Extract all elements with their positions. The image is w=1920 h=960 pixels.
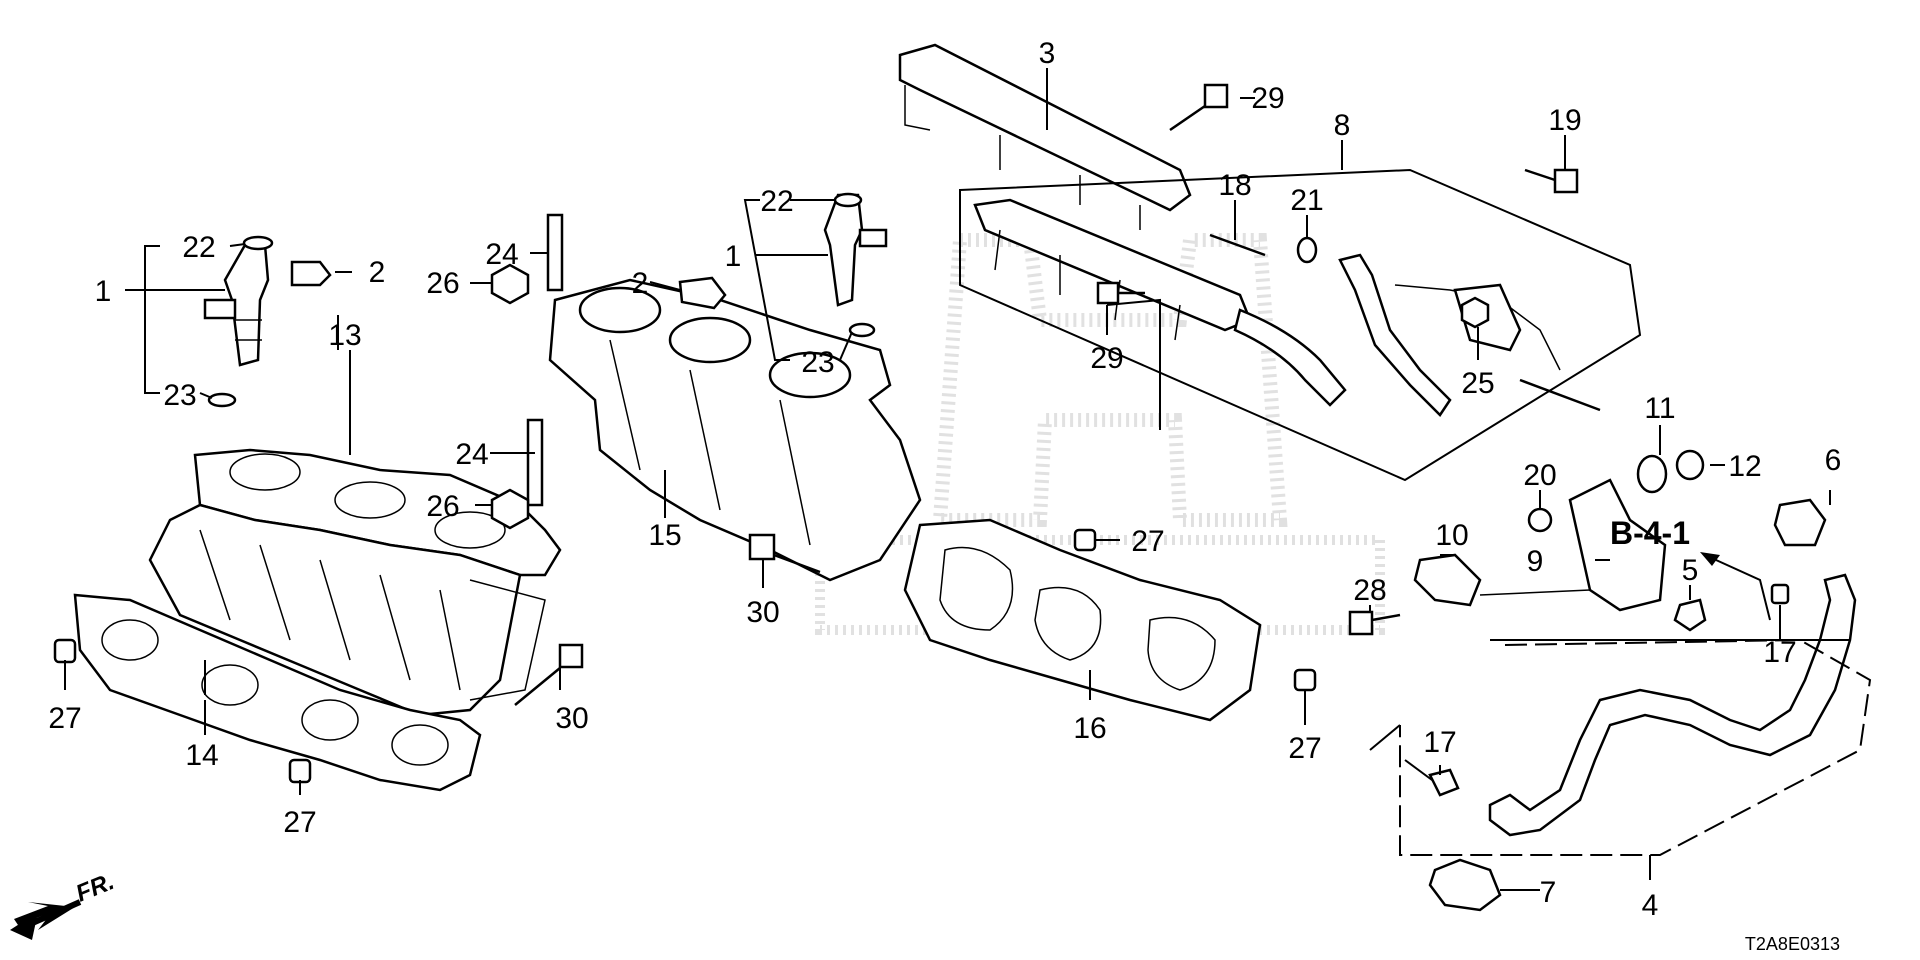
callout-24-left: 24 — [455, 438, 488, 471]
fuel-rail-8 — [973, 198, 1347, 407]
callout-13: 13 — [328, 319, 361, 352]
callout-25: 25 — [1461, 367, 1494, 400]
hose-4 — [1488, 573, 1857, 837]
callout-28: 28 — [1353, 574, 1386, 607]
callout-19: 19 — [1548, 104, 1581, 137]
callout-15: 15 — [648, 519, 681, 552]
callout-27-d: 27 — [1288, 732, 1321, 765]
callout-9: 9 — [1527, 545, 1544, 578]
rail-cover-3 — [898, 43, 1192, 230]
clip-2-center — [678, 276, 727, 310]
o-ring-23-left — [207, 392, 237, 408]
o-ring-22-center — [833, 192, 863, 208]
collar-27-a — [53, 638, 77, 664]
bolt-29-mid — [1096, 281, 1145, 305]
injector-1-left — [203, 243, 270, 367]
callout-1-left: 1 — [95, 275, 112, 308]
upper-manifold-15 — [548, 278, 922, 582]
reference-label: B-4-1 — [1610, 515, 1690, 551]
bracket-10 — [1413, 553, 1591, 607]
nut-26-left — [490, 488, 530, 530]
callout-5: 5 — [1682, 554, 1699, 587]
collar-27-c — [1073, 528, 1097, 552]
callout-1-center: 1 — [725, 240, 742, 273]
clip-6 — [1773, 498, 1827, 547]
bolt-30-left — [514, 643, 584, 706]
nut-12 — [1675, 449, 1705, 481]
callout-22-left: 22 — [182, 231, 215, 264]
bracket-9 — [1568, 478, 1667, 612]
callout-24-center: 24 — [485, 238, 518, 271]
collar-27-d — [1293, 668, 1317, 692]
callout-27-b: 27 — [283, 806, 316, 839]
lower-manifold-13 — [148, 448, 562, 717]
callout-8: 8 — [1334, 109, 1351, 142]
grommet-11 — [1636, 454, 1668, 494]
front-direction-marker: FR. — [10, 868, 118, 940]
callout-17-lower: 17 — [1423, 726, 1456, 759]
collar-27-b — [288, 758, 312, 784]
callout-3: 3 — [1039, 37, 1056, 70]
callout-23-left: 23 — [163, 379, 196, 412]
callout-29-mid: 29 — [1090, 342, 1123, 375]
callout-2-left: 2 — [369, 256, 386, 289]
manifold-gasket-14 — [73, 593, 482, 792]
callout-23-center: 23 — [801, 346, 834, 379]
callout-26-center: 26 — [426, 267, 459, 300]
callout-29-top: 29 — [1251, 82, 1284, 115]
callout-4: 4 — [1642, 889, 1659, 922]
clip-7 — [1428, 858, 1502, 912]
callout-26-left: 26 — [426, 490, 459, 523]
gasket-16 — [903, 518, 1262, 722]
stud-24-center — [546, 213, 564, 292]
callout-11: 11 — [1644, 392, 1675, 425]
seal-21 — [1296, 236, 1318, 264]
callout-2-center: 2 — [632, 267, 649, 300]
callout-7: 7 — [1540, 876, 1557, 909]
callout-14: 14 — [185, 739, 218, 772]
fuel-feed-pipe — [1338, 253, 1561, 417]
callout-30-center: 30 — [746, 596, 779, 629]
nut-25 — [1460, 296, 1490, 329]
leader-lines — [64, 68, 1872, 891]
o-ring-23-center — [848, 322, 876, 338]
clip-17-lower — [1428, 768, 1460, 797]
stud-24-left — [526, 418, 544, 507]
callout-27-a: 27 — [48, 702, 81, 735]
stud-18 — [1209, 233, 1266, 257]
callout-21: 21 — [1290, 184, 1323, 217]
callout-17-upper: 17 — [1763, 636, 1796, 669]
nut-20 — [1527, 507, 1553, 533]
bolt-19 — [1524, 168, 1579, 194]
callout-18: 18 — [1218, 169, 1251, 202]
front-arrow-icon — [10, 912, 38, 940]
callout-20: 20 — [1523, 459, 1556, 492]
bolt-28 — [1348, 610, 1401, 636]
o-ring-22-left — [242, 235, 274, 251]
bolt-30-center — [748, 533, 821, 574]
callout-30-left: 30 — [555, 702, 588, 735]
callout-22-center: 22 — [760, 185, 793, 218]
callouts: 1 22 23 2 13 24 26 27 14 27 30 24 26 2 2… — [48, 37, 1841, 922]
callout-12: 12 — [1728, 450, 1761, 483]
front-label: FR. — [72, 868, 118, 908]
callout-10: 10 — [1435, 519, 1468, 552]
clip-2-left — [290, 260, 332, 287]
clip-17-upper — [1770, 583, 1790, 605]
callout-16: 16 — [1073, 712, 1106, 745]
bolt-29-top — [1169, 83, 1229, 132]
diagram-code: T2A8E0313 — [1745, 934, 1840, 954]
callout-27-c: 27 — [1131, 525, 1164, 558]
callout-6: 6 — [1825, 444, 1842, 477]
nut-26-center — [490, 263, 530, 305]
injector-1-center — [823, 193, 888, 307]
clip-5 — [1673, 598, 1707, 632]
